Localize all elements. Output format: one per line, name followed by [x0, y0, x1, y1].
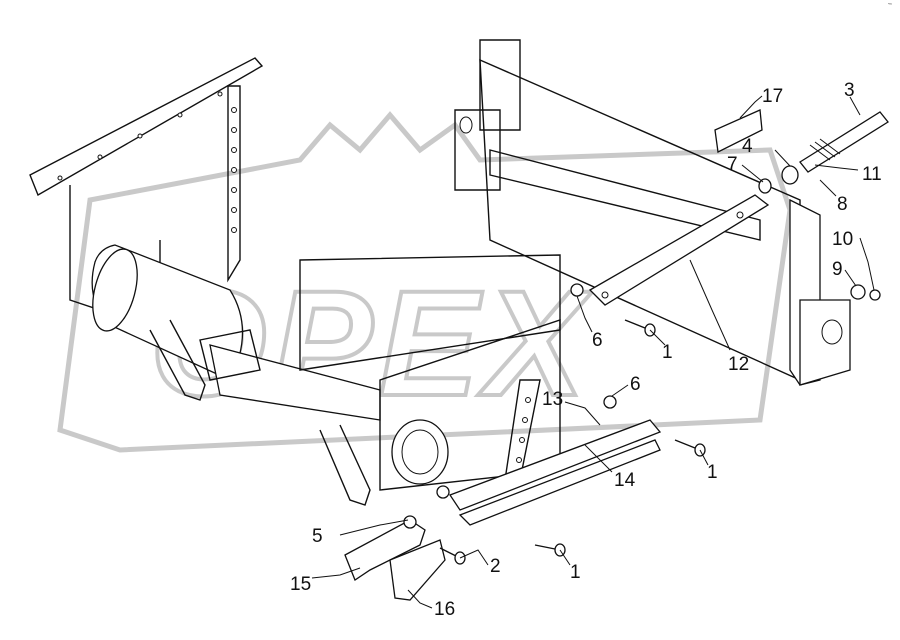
callout-9: 9	[832, 259, 857, 287]
callout-label: 7	[727, 154, 738, 175]
callout-1c: 1	[559, 549, 581, 583]
callout-8: 8	[819, 179, 848, 215]
callout-label: 4	[742, 136, 753, 157]
callout-1b: 1	[699, 449, 718, 483]
callout-label: 8	[837, 194, 848, 215]
callout-7: 7	[727, 154, 764, 183]
callout-label: 2	[490, 556, 501, 577]
callout-label: 12	[728, 354, 749, 375]
callout-2: 2	[459, 549, 501, 577]
callout-14: 14	[584, 444, 636, 491]
callout-4: 4	[742, 136, 791, 167]
callout-label: 15	[290, 574, 311, 595]
callout-1a: 1	[649, 329, 673, 363]
main-frame	[29, 39, 889, 601]
callout-label: 3	[844, 80, 855, 101]
callout-6a: 6	[576, 295, 603, 351]
callout-label: 5	[312, 526, 323, 547]
callout-10: 10	[832, 229, 875, 291]
callouts: 1 1 1 2 3 4 5 6 6 7 8 9 10 11 12 13 14 1…	[290, 80, 882, 620]
callout-label: 6	[630, 374, 641, 395]
callout-6b: 6	[611, 374, 641, 397]
callout-label: 1	[707, 462, 718, 483]
callout-label: 17	[762, 86, 783, 107]
callout-16: 16	[407, 589, 455, 620]
callout-label: 9	[832, 259, 843, 280]
callout-15: 15	[290, 567, 361, 595]
callout-label: 11	[862, 164, 882, 185]
callout-17: 17	[739, 86, 783, 119]
callout-13: 13	[542, 389, 601, 426]
callout-5: 5	[312, 519, 409, 547]
callout-label: 16	[434, 599, 455, 620]
callout-label: 13	[542, 389, 563, 410]
callout-label: 14	[614, 470, 636, 491]
callout-label: 1	[570, 562, 581, 583]
callout-label: 10	[832, 229, 853, 250]
callout-12: 12	[689, 259, 749, 375]
callout-label: 6	[592, 330, 603, 351]
callout-11: 11	[814, 164, 882, 185]
callout-3: 3	[844, 80, 861, 116]
callout-label: 1	[662, 342, 673, 363]
corner-mark: ‷	[887, 2, 892, 11]
